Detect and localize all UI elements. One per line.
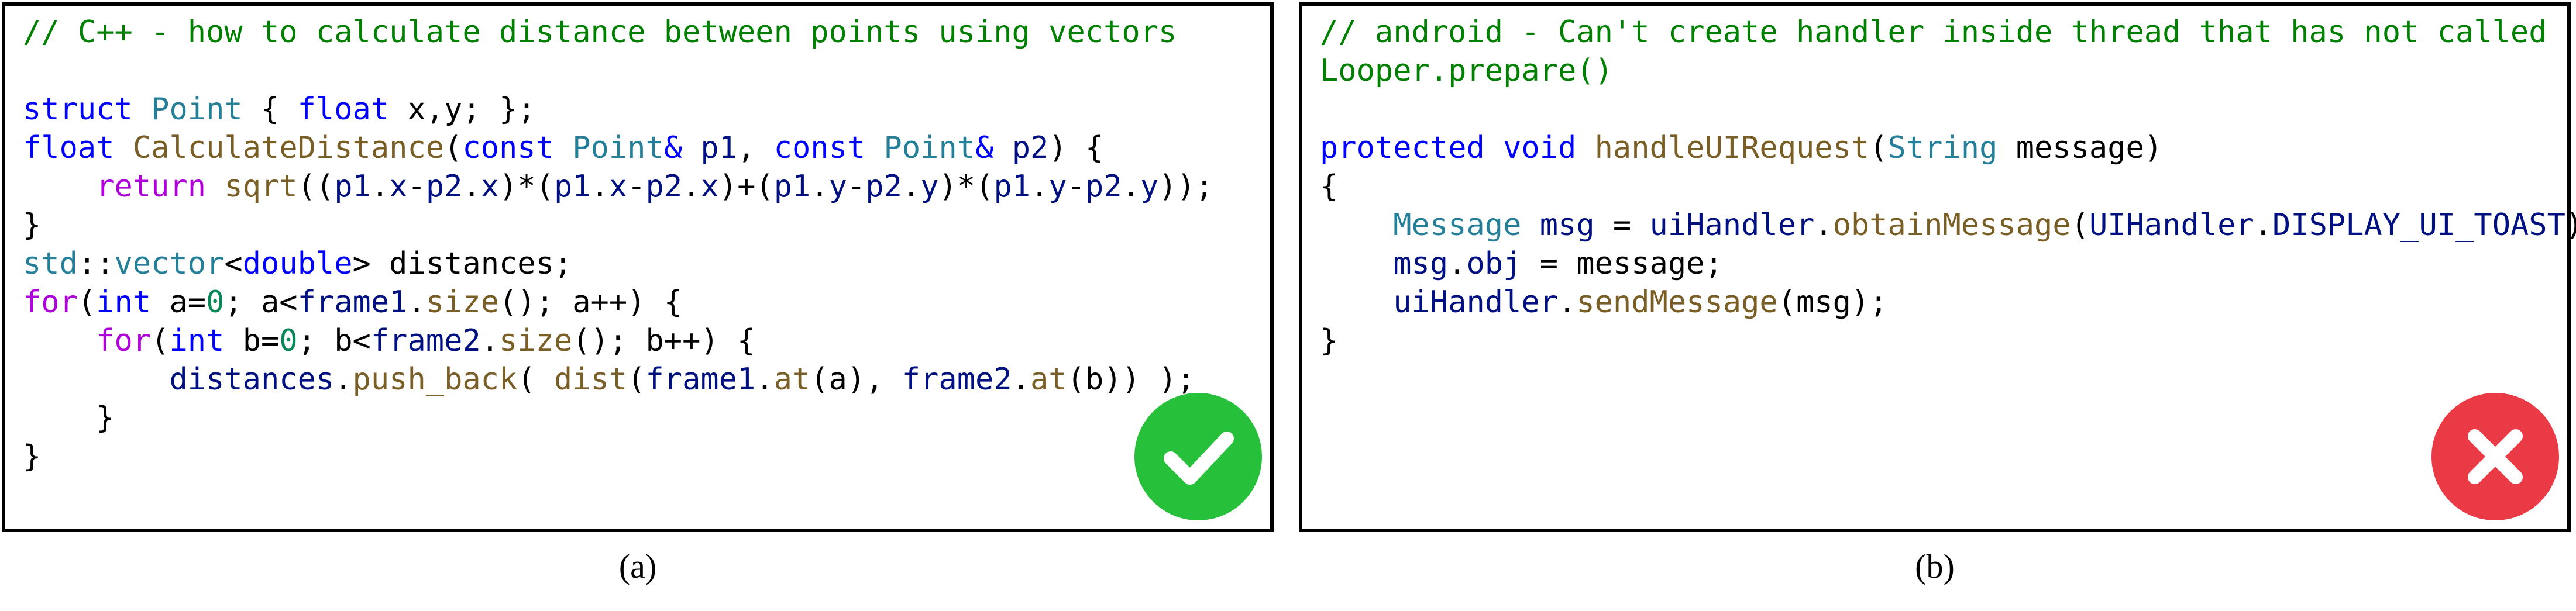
caption-b: (b) xyxy=(1915,547,1955,585)
check-icon xyxy=(1164,432,1234,485)
code-line: float CalculateDistance(const Point& p1,… xyxy=(23,130,1104,165)
code-line: { xyxy=(1320,169,1339,204)
code-line: } xyxy=(23,208,42,243)
code-line: for(int a=0; a<frame1.size(); a++) { xyxy=(23,285,683,320)
code-line: for(int b=0; b<frame2.size(); b++) { xyxy=(96,323,756,358)
code-block-a: // C++ - how to calculate distance betwe… xyxy=(23,13,1258,476)
code-block-b: // android - Can't create handler inside… xyxy=(1320,13,2576,360)
code-line: distances.push_back( dist(frame1.at(a), … xyxy=(169,362,1195,397)
code-line: } xyxy=(1320,323,1339,358)
code-panel-a: // C++ - how to calculate distance betwe… xyxy=(2,2,1274,532)
code-comment: // android - Can't create handler inside… xyxy=(1320,15,2547,88)
code-line: msg.obj = message; xyxy=(1393,246,1723,281)
cross-icon xyxy=(2468,429,2523,484)
code-line: return sqrt((p1.x-p2.x)*(p1.x-p2.x)+(p1.… xyxy=(96,169,1214,204)
code-comment: // C++ - how to calculate distance betwe… xyxy=(23,15,1177,50)
code-line: uiHandler.sendMessage(msg); xyxy=(1393,285,1888,320)
code-line: protected void handleUIRequest(String me… xyxy=(1320,130,2163,165)
code-line: Message msg = uiHandler.obtainMessage(UI… xyxy=(1393,208,2576,243)
code-line: struct Point { float x,y; }; xyxy=(23,92,536,127)
code-body: struct Point { float x,y; }; float Calcu… xyxy=(23,92,1213,474)
code-line: } xyxy=(23,401,115,436)
code-line: } xyxy=(23,439,42,474)
code-body: protected void handleUIRequest(String me… xyxy=(1320,130,2576,358)
caption-a: (a) xyxy=(618,547,657,585)
correct-badge xyxy=(1134,393,1262,520)
code-line: std::vector<double> distances; xyxy=(23,246,573,281)
incorrect-badge xyxy=(2431,393,2559,520)
code-panel-b: // android - Can't create handler inside… xyxy=(1299,2,2576,532)
